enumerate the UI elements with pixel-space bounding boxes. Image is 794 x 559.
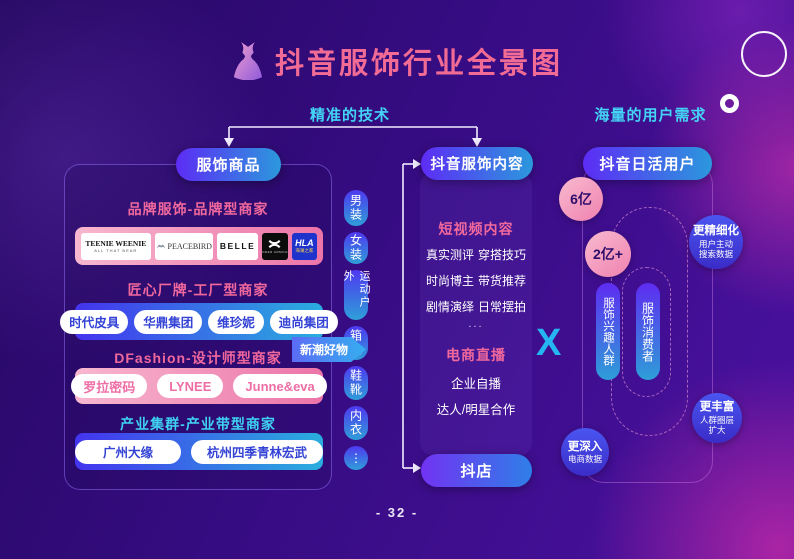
bracket-connector	[396, 156, 424, 478]
brand-pill: 杭州四季青林宏武	[191, 439, 324, 464]
content-panel	[420, 172, 532, 456]
brand-pill: 广州大缘	[74, 439, 181, 464]
badge-deeper: 更深入 电商数据	[561, 428, 609, 476]
logo-belle: BELLE	[216, 232, 259, 260]
brand-pill: 罗拉密码	[71, 374, 148, 398]
category-pill-sports-outdoor: 运动户外	[342, 270, 370, 320]
live-commerce-title: 电商直播	[446, 347, 506, 363]
merchant-panel: 品牌服饰-品牌型商家 TEENIE WEENIE ALL THAT BEAR P…	[60, 164, 338, 490]
logo-teenie-weenie: TEENIE WEENIE ALL THAT BEAR	[81, 232, 151, 260]
double-arrow-connector	[220, 124, 486, 150]
label-precision-tech: 精准的技术	[309, 107, 390, 124]
under-armour-icon	[267, 238, 282, 250]
brand-pill: 华鼎集团	[134, 309, 203, 334]
page-title-row: 抖音服饰行业全景图	[0, 40, 794, 82]
brand-pill: 迪尚集团	[269, 309, 338, 334]
video-more-dots: ...	[468, 318, 484, 330]
trendy-goods-arrow-tag: 新潮好物	[292, 337, 366, 362]
stat-circle-total-users: 6亿	[559, 177, 603, 221]
label-user-demand: 海量的用户需求	[594, 107, 707, 124]
category-pill-womenswear: 女装	[344, 232, 368, 264]
industry-brand-bar: 广州大缘 杭州四季青林宏武	[74, 433, 324, 470]
header-daily-active-users: 抖音日活用户	[583, 147, 712, 180]
page-number: - 32 -	[375, 505, 419, 520]
header-douyin-content: 抖音服饰内容	[421, 147, 533, 180]
stat-circle-interest-users: 2亿+	[585, 231, 631, 277]
pill-apparel-consumers: 服饰消费者	[636, 283, 660, 380]
decor-circle-outline	[741, 31, 787, 77]
video-row: 时尚博主带货推荐	[426, 274, 526, 288]
brand-pill: 维珍妮	[208, 309, 264, 334]
decor-ring	[720, 94, 739, 113]
header-apparel-goods: 服饰商品	[176, 148, 281, 181]
section-title-brand-merchants: 品牌服饰-品牌型商家	[127, 201, 269, 217]
logo-hla: HLA 海澜之家	[291, 232, 318, 260]
badge-more-refined: 更精细化 用户主动 搜索数据	[689, 215, 743, 269]
section-title-designer-merchants: DFashion-设计师型商家	[114, 350, 282, 366]
peacebird-bird-icon	[156, 241, 166, 251]
brand-pill: 时代皮具	[60, 309, 129, 334]
pill-apparel-interest-group: 服饰兴趣人群	[596, 283, 620, 380]
logo-peacebird: PEACEBIRD	[154, 232, 213, 260]
multiply-symbol: X	[536, 322, 562, 364]
live-item-celebrity-collab: 达人/明星合作	[436, 403, 516, 417]
category-pill-underwear: 内衣	[344, 406, 368, 440]
category-pill-menswear: 男装	[344, 190, 368, 226]
factory-brand-bar: 时代皮具 华鼎集团 维珍妮 迪尚集团	[60, 303, 338, 340]
category-pill-more: ⋮	[344, 446, 368, 470]
dress-icon	[231, 42, 265, 80]
video-row: 真实测评穿搭技巧	[426, 248, 526, 262]
video-row: 剧情演绎日常摆拍	[426, 300, 526, 314]
designer-brand-bar: 罗拉密码 LYNEE Junne&eva	[71, 368, 327, 404]
douyin-store-pill: 抖店	[421, 454, 532, 487]
live-item-self-broadcast: 企业自播	[450, 377, 501, 391]
brand-logo-bar: TEENIE WEENIE ALL THAT BEAR PEACEBIRD BE…	[75, 227, 323, 265]
page-title: 抖音服饰行业全景图	[274, 48, 563, 80]
category-pill-shoes: 鞋靴	[344, 366, 368, 400]
section-title-factory-merchants: 匠心厂牌-工厂型商家	[127, 282, 269, 298]
consumer-dashed-boundary	[622, 267, 671, 397]
badge-richer: 更丰富 人群圈层 扩大	[692, 393, 742, 443]
brand-pill: LYNEE	[157, 374, 224, 398]
short-video-title: 短视频内容	[438, 221, 514, 237]
section-title-industry-belt-merchants: 产业集群-产业带型商家	[120, 416, 276, 432]
logo-under-armour: UNDER ARMOUR	[262, 232, 288, 260]
brand-pill: Junne&eva	[233, 374, 327, 398]
